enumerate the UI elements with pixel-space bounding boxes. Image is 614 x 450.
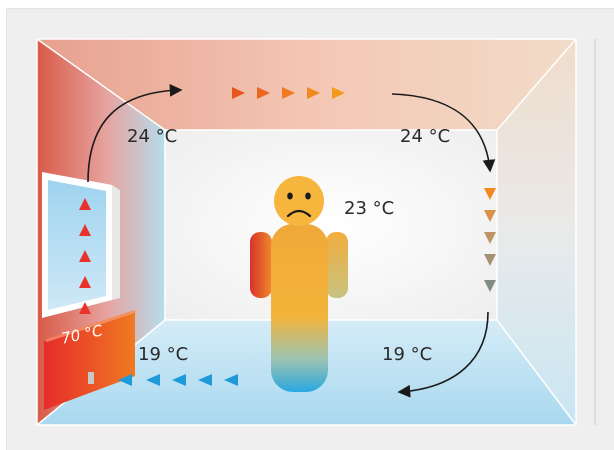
person-body <box>271 224 328 392</box>
arrow-bottom-right <box>397 311 489 398</box>
temp-label-top-left: 24 °C <box>127 126 178 147</box>
ceiling <box>37 39 576 130</box>
temp-label-bottom-left: 19 °C <box>138 344 189 365</box>
right-wall <box>497 39 576 425</box>
ceiling-arrows <box>232 87 345 99</box>
right-wall-arrows <box>484 188 496 292</box>
person-left-arm <box>250 232 272 298</box>
arrow-up-left <box>87 83 183 183</box>
floor-arrows <box>118 374 238 386</box>
window <box>42 172 120 318</box>
person-head <box>274 176 324 226</box>
temp-label-bottom-right: 19 °C <box>382 344 433 365</box>
circulation-arrows <box>87 83 496 398</box>
sad-face-icon <box>286 192 312 218</box>
person-right-arm <box>326 232 348 298</box>
arrow-down-right <box>391 93 496 173</box>
radiator <box>44 310 138 410</box>
temp-label-person: 23 °C <box>344 198 395 219</box>
floor-slab <box>7 425 614 450</box>
temp-label-top-right: 24 °C <box>400 126 451 147</box>
left-wall-slab <box>7 39 37 425</box>
ceiling-slab <box>7 9 614 39</box>
rising-air-arrows <box>79 198 91 314</box>
person <box>250 176 348 392</box>
